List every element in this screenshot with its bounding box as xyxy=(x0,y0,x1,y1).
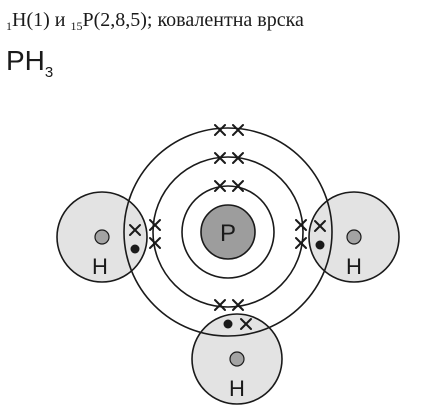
electron-cross xyxy=(214,152,226,164)
hydrogen-atomic-number: 1 xyxy=(6,19,12,33)
formula-main: PH xyxy=(6,45,45,76)
phosphorus-shell-1 xyxy=(181,185,275,279)
electron-cross xyxy=(232,180,244,192)
caption: 1H(1) и 15P(2,8,5); ковалентна врска xyxy=(6,6,304,34)
electron-cross xyxy=(314,220,326,232)
phosphorus-label: P xyxy=(220,220,236,247)
phosphorus-configuration: P(2,8,5); ковалентна врска xyxy=(82,9,304,31)
hydrogen-bottom-nucleus xyxy=(229,351,245,367)
electron-cross xyxy=(214,124,226,136)
electron-cross xyxy=(129,224,141,236)
electron-dot xyxy=(130,244,140,254)
molecule-formula: PH3 xyxy=(6,44,54,81)
hydrogen-atom-bottom: H xyxy=(191,313,283,405)
electron-dot xyxy=(315,240,325,250)
electron-cross xyxy=(149,219,161,231)
electron-cross xyxy=(214,180,226,192)
phosphorus-shell-2 xyxy=(152,156,304,308)
phosphorus-atom: P xyxy=(123,127,333,337)
electron-cross xyxy=(232,124,244,136)
hydrogen-left-label: H xyxy=(92,254,108,279)
phosphorus-atomic-number: 15 xyxy=(70,19,83,33)
hydrogen-configuration: H(1) и xyxy=(12,9,71,31)
formula-subscript: 3 xyxy=(44,64,54,81)
electron-cross xyxy=(240,318,252,330)
electron-cross xyxy=(232,152,244,164)
phosphorus-nucleus xyxy=(200,204,256,260)
electron-cross xyxy=(149,237,161,249)
hydrogen-bottom-label: H xyxy=(229,376,245,401)
electron-cross xyxy=(214,299,226,311)
electron-cross xyxy=(295,219,307,231)
hydrogen-atom-right: H xyxy=(308,191,400,283)
hydrogen-atom-left: H xyxy=(56,191,148,283)
electron-cross xyxy=(232,299,244,311)
electrons xyxy=(129,124,326,330)
hydrogen-left-nucleus xyxy=(94,229,110,245)
phosphorus-shell-3 xyxy=(123,127,333,337)
hydrogen-right-nucleus xyxy=(346,229,362,245)
electron-cross xyxy=(295,237,307,249)
electron-dot xyxy=(223,319,233,329)
hydrogen-right-label: H xyxy=(346,254,362,279)
